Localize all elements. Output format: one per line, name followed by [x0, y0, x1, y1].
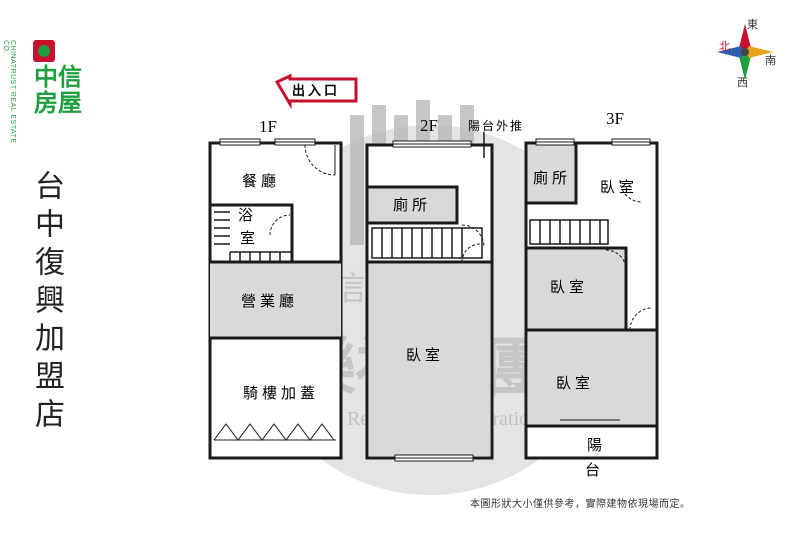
room-bath-1: 浴: [238, 206, 257, 224]
floor-label-2f: 2F: [420, 116, 438, 135]
room-toilet-3f: 廁所: [533, 169, 571, 187]
room-business-hall: 營業廳: [241, 292, 298, 310]
compass-north-label: 北: [719, 40, 730, 53]
room-arcade-addition: 騎樓加蓋: [243, 384, 319, 402]
room-balcony-3f-2: 台: [585, 461, 604, 479]
room-dining: 餐廳: [242, 172, 280, 190]
floor-3f: [524, 138, 659, 460]
compass-needle-north: [739, 24, 751, 52]
floor-2f: [365, 132, 494, 462]
floor-label-3f: 3F: [606, 109, 624, 128]
annotation-balcony-extension: 陽台外推: [468, 118, 524, 133]
compass-needle-east: [745, 46, 773, 58]
compass-west-label: 西: [737, 76, 748, 89]
room-bedroom-3f-b: 臥室: [550, 278, 588, 296]
room-bedroom-2f: 臥室: [406, 346, 444, 364]
room-balcony-3f-1: 陽: [587, 436, 606, 454]
compass-needle-west: [717, 46, 745, 58]
brand-emblem-icon: [33, 40, 55, 62]
room-toilet-2f: 廁所: [393, 196, 431, 214]
room-bath-2: 室: [240, 229, 259, 247]
brand-logo-text: 中信房屋: [34, 63, 82, 117]
disclaimer-note: 本圖形狀大小僅供參考，實際建物依現場而定。: [470, 499, 691, 510]
floor-label-1f: 1F: [259, 117, 277, 136]
compass-needle-south: [739, 52, 751, 80]
store-name: 台中復興加盟店: [29, 170, 64, 436]
brand-english-name: CHINATRUST REAL ESTATE CO.: [2, 40, 16, 144]
room-bedroom-3f-c: 臥室: [556, 374, 594, 392]
floor-1f: [208, 138, 343, 460]
entrance-label: 出入口: [292, 83, 340, 99]
compass-east-label: 東: [747, 18, 758, 31]
room-bedroom-3f-a: 臥室: [600, 178, 638, 196]
entrance-marker: 出入口: [274, 73, 358, 110]
compass: 北 東 南 西: [717, 18, 776, 89]
compass-south-label: 南: [765, 54, 776, 67]
